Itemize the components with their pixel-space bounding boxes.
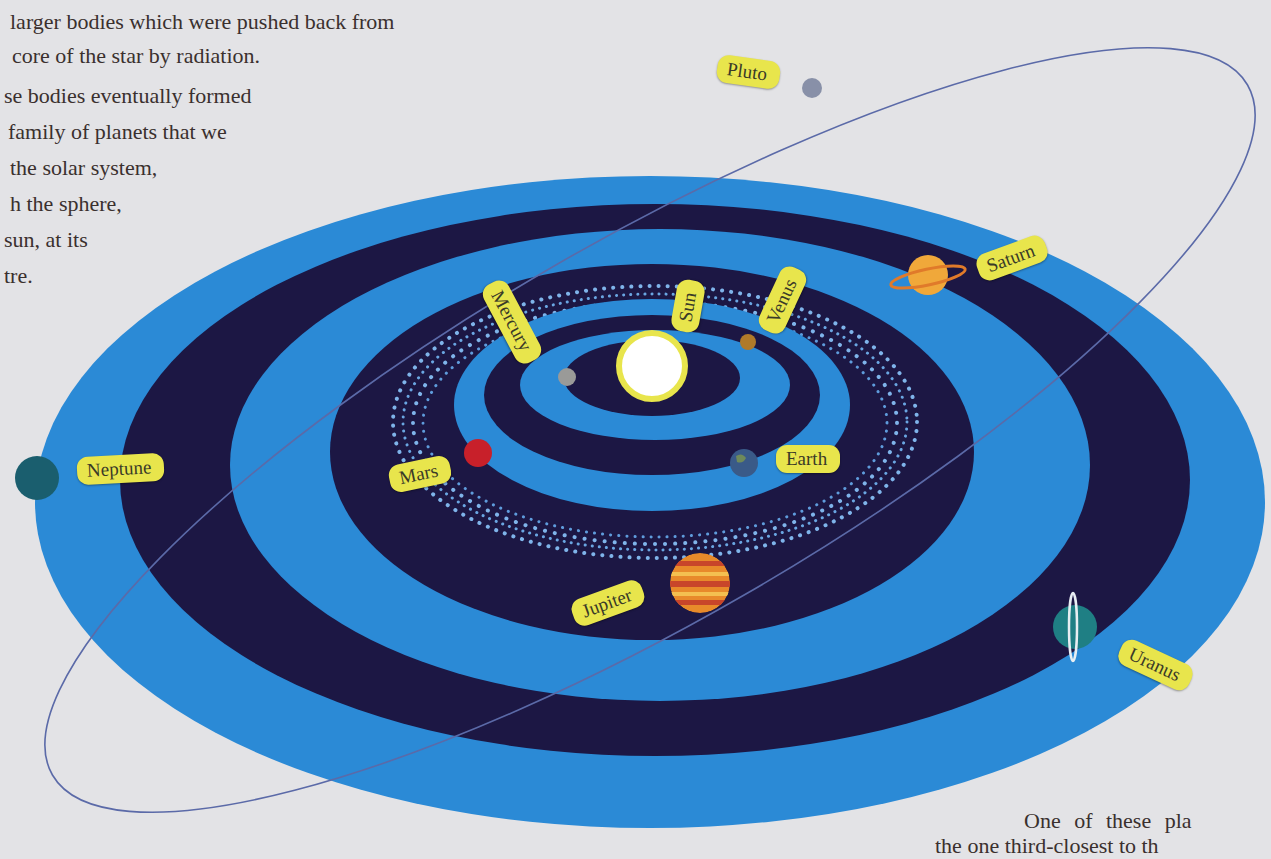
body-text: the solar system, <box>10 156 157 180</box>
body-text: core of the star by radiation. <box>12 44 260 68</box>
body-text: sun, at its <box>4 228 88 252</box>
planet-name: Mercury <box>485 286 537 355</box>
body-text: h the sphere, <box>10 192 122 216</box>
planet-tag: Sun <box>670 278 707 334</box>
uranus <box>1053 605 1097 649</box>
planet-name: Pluto <box>725 57 768 86</box>
body-text: larger bodies which were pushed back fro… <box>10 10 394 34</box>
body-text: se bodies eventually formed <box>4 84 251 108</box>
saturn-rings <box>889 261 967 292</box>
planet-tag: Earth <box>776 445 840 473</box>
body-text: the one third-closest to th <box>935 834 1159 858</box>
planet-name: Sun <box>673 291 702 324</box>
earth <box>730 449 758 477</box>
body-text: family of planets that we <box>8 120 227 144</box>
asteroid-belt <box>403 294 907 550</box>
pluto <box>802 78 822 98</box>
planet-name: Jupiter <box>579 583 636 623</box>
venus <box>740 334 756 350</box>
planet-name: Saturn <box>983 239 1038 279</box>
sun <box>619 333 685 399</box>
asteroid-belt <box>393 286 917 558</box>
neptune <box>15 456 59 500</box>
planet-tag: Uranus <box>1114 636 1196 694</box>
dark-band <box>330 264 974 640</box>
planet-name: Uranus <box>1124 642 1184 687</box>
earth-land <box>736 454 746 462</box>
planet-name: Mars <box>397 459 440 491</box>
planet-tag: Saturn <box>973 233 1050 284</box>
planets <box>15 78 1097 661</box>
planet-name: Venus <box>761 275 802 327</box>
planet-tag: Jupiter <box>568 577 647 629</box>
planet-tag: Venus <box>755 263 810 337</box>
mercury <box>558 368 576 386</box>
body-text: One of these pla <box>1024 809 1192 833</box>
mars <box>464 439 492 467</box>
planet-tag: Pluto <box>715 54 781 90</box>
planet-tag: Neptune <box>76 453 164 486</box>
uranus-ring <box>1069 593 1077 661</box>
light-band <box>520 330 790 440</box>
saturn <box>908 255 948 295</box>
body-text: tre. <box>4 264 33 288</box>
planet-tag: Mercury <box>479 277 545 368</box>
jupiter <box>668 553 732 613</box>
dark-band <box>120 204 1190 756</box>
planet-name: Neptune <box>86 455 152 482</box>
planet-tag: Mars <box>387 454 453 494</box>
light-band <box>230 229 1090 701</box>
planet-name: Earth <box>786 447 827 471</box>
